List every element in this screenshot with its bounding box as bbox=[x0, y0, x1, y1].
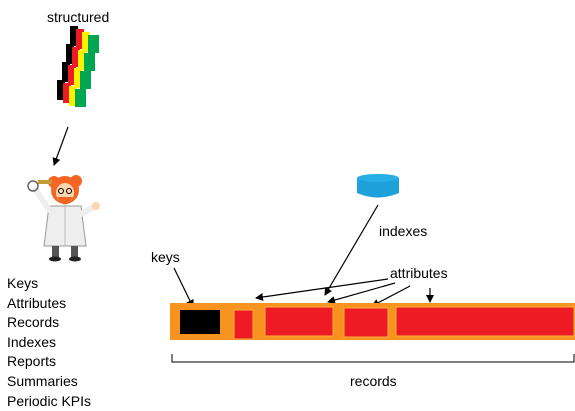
records-label: records bbox=[350, 373, 397, 389]
list-item-summaries: Summaries bbox=[7, 372, 78, 389]
attribute-block-2 bbox=[264, 306, 334, 337]
attributes-label: attributes bbox=[390, 265, 448, 281]
list-item-reports: Reports bbox=[7, 353, 57, 370]
records-bracket bbox=[171, 354, 575, 363]
key-block bbox=[180, 310, 220, 334]
output-list: Keys Attributes Records Indexes Reports … bbox=[7, 274, 91, 411]
indexes-label: indexes bbox=[379, 223, 427, 239]
indexes-arrow bbox=[324, 204, 379, 296]
list-item-indexes: Indexes bbox=[7, 333, 57, 350]
attribute-arrows bbox=[255, 278, 434, 307]
list-item-periodic-kpis: Periodic KPIs bbox=[7, 392, 92, 409]
attribute-block-1 bbox=[233, 309, 254, 340]
database-cylinder-icon bbox=[357, 174, 399, 198]
list-item-attributes: Attributes bbox=[7, 294, 67, 311]
keys-label: keys bbox=[151, 249, 180, 265]
structured-label: structured bbox=[47, 9, 109, 25]
attribute-block-3 bbox=[343, 307, 389, 338]
list-item-records: Records bbox=[7, 314, 60, 331]
scientist-icon bbox=[27, 175, 100, 262]
record-band bbox=[170, 303, 575, 340]
document-stack-icon bbox=[57, 26, 99, 107]
keys-arrow bbox=[173, 267, 194, 308]
attribute-block-4 bbox=[395, 306, 575, 337]
list-item-keys: Keys bbox=[7, 275, 39, 291]
docs-to-scientist-arrow bbox=[52, 126, 69, 166]
